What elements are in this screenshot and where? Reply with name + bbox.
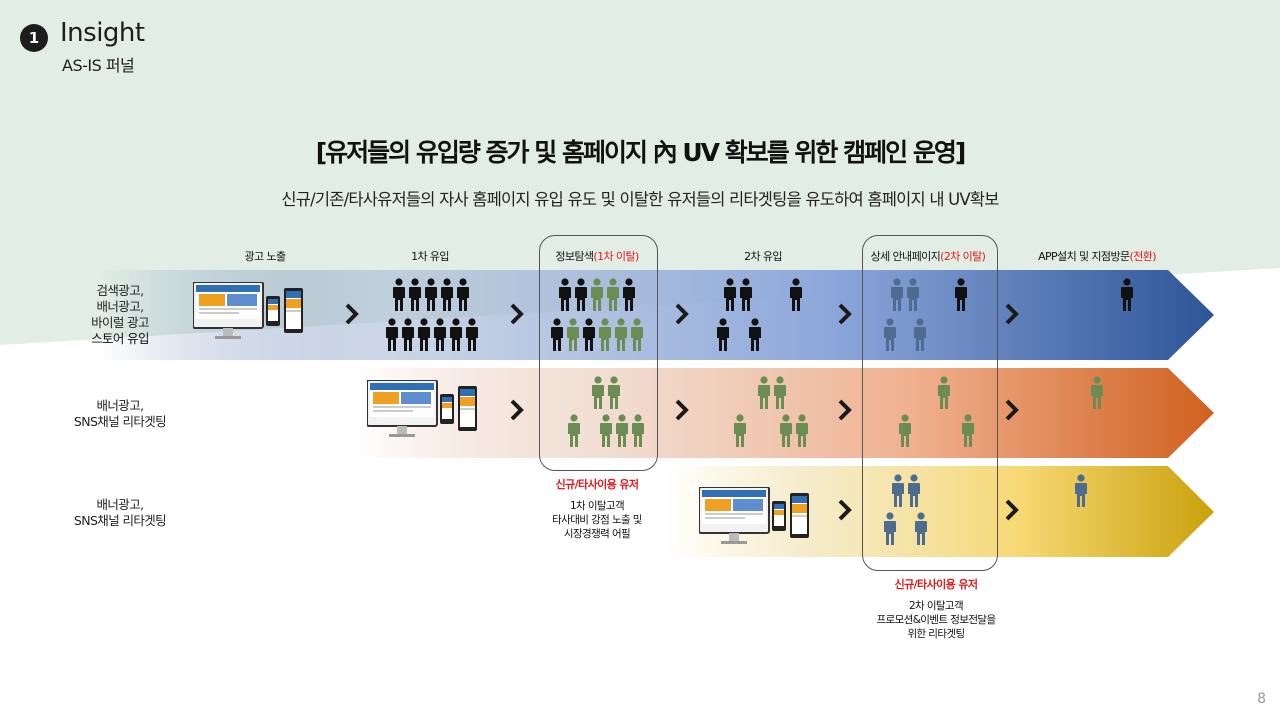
person-icon bbox=[757, 376, 771, 414]
person-icon bbox=[789, 278, 803, 316]
stage-info-search: 정보탐색(1차 이탈) bbox=[555, 250, 639, 263]
chevron-right-icon bbox=[674, 399, 690, 425]
person-icon bbox=[890, 278, 904, 316]
person-icon bbox=[622, 278, 636, 316]
devices-icon bbox=[366, 379, 477, 446]
person-icon bbox=[631, 414, 645, 452]
person-icon bbox=[1090, 376, 1104, 414]
stage-detail-page: 상세 안내페이지(2차 이탈) bbox=[870, 250, 986, 263]
person-icon bbox=[408, 278, 422, 316]
person-icon bbox=[465, 318, 479, 356]
person-icon bbox=[716, 318, 730, 356]
chevron-right-icon bbox=[1004, 303, 1020, 329]
person-icon bbox=[906, 278, 920, 316]
person-icon bbox=[1120, 278, 1134, 316]
chevron-right-icon bbox=[509, 399, 525, 425]
person-icon bbox=[733, 414, 747, 452]
person-icon bbox=[392, 278, 406, 316]
person-icon bbox=[773, 376, 787, 414]
chevron-right-icon bbox=[1004, 399, 1020, 425]
person-icon bbox=[424, 278, 438, 316]
first-dropoff-note: 1차 이탈고객 타사대비 강점 노출 및 시장경쟁력 어필 bbox=[552, 500, 642, 540]
funnel-arrow-row2 bbox=[355, 368, 1214, 458]
first-dropoff-note-title: 신규/타사이용 유저 bbox=[555, 478, 639, 491]
person-icon bbox=[456, 278, 470, 316]
chevron-right-icon bbox=[837, 399, 853, 425]
person-icon bbox=[574, 278, 588, 316]
person-icon bbox=[779, 414, 793, 452]
person-icon bbox=[550, 318, 564, 356]
person-icon bbox=[748, 318, 762, 356]
second-dropoff-note-title: 신규/타사이용 유저 bbox=[894, 578, 978, 591]
main-description: 신규/기존/타사유저들의 자사 홈페이지 유입 유도 및 이탈한 유저들의 리타… bbox=[281, 190, 999, 209]
person-icon bbox=[914, 512, 928, 550]
person-icon bbox=[961, 414, 975, 452]
chevron-right-icon bbox=[344, 303, 360, 329]
person-icon bbox=[937, 376, 951, 414]
person-icon bbox=[591, 376, 605, 414]
person-icon bbox=[723, 278, 737, 316]
person-icon bbox=[599, 414, 613, 452]
person-icon bbox=[907, 474, 921, 512]
section-number-badge: 1 bbox=[20, 24, 48, 52]
first-dropoff-highlight bbox=[539, 235, 658, 471]
stage-conversion: APP설치 및 지점방문(전환) bbox=[1038, 250, 1156, 263]
stage-first-visit: 1차 유입 bbox=[411, 250, 449, 263]
chevron-right-icon bbox=[509, 303, 525, 329]
person-icon bbox=[913, 318, 927, 356]
chevron-right-icon bbox=[837, 499, 853, 525]
person-icon bbox=[898, 414, 912, 452]
second-dropoff-highlight bbox=[862, 235, 998, 571]
row1-label: 검색광고, 배너광고, 바이럴 광고 스토어 유입 bbox=[91, 283, 149, 346]
stage-second-visit: 2차 유입 bbox=[744, 250, 782, 263]
chevron-right-icon bbox=[674, 303, 690, 329]
chevron-right-icon bbox=[1004, 499, 1020, 525]
person-icon bbox=[954, 278, 968, 316]
person-icon bbox=[606, 278, 620, 316]
person-icon bbox=[440, 278, 454, 316]
section-title: Insight bbox=[60, 18, 145, 48]
stage-ad-exposure: 광고 노출 bbox=[244, 250, 287, 263]
person-icon bbox=[433, 318, 447, 356]
row3-label: 배너광고, SNS채널 리타겟팅 bbox=[73, 497, 167, 528]
person-icon bbox=[883, 512, 897, 550]
person-icon bbox=[614, 318, 628, 356]
person-icon bbox=[582, 318, 596, 356]
person-icon bbox=[566, 318, 580, 356]
person-icon bbox=[449, 318, 463, 356]
person-icon bbox=[598, 318, 612, 356]
row2-label: 배너광고, SNS채널 리타겟팅 bbox=[73, 398, 167, 429]
section-subtitle: AS-IS 퍼널 bbox=[62, 56, 135, 75]
person-icon bbox=[630, 318, 644, 356]
page-number: 8 bbox=[1257, 691, 1266, 707]
person-icon bbox=[891, 474, 905, 512]
person-icon bbox=[590, 278, 604, 316]
person-icon bbox=[558, 278, 572, 316]
person-icon bbox=[417, 318, 431, 356]
person-icon bbox=[795, 414, 809, 452]
person-icon bbox=[607, 376, 621, 414]
devices-icon bbox=[698, 486, 809, 553]
person-icon bbox=[385, 318, 399, 356]
person-icon bbox=[401, 318, 415, 356]
second-dropoff-note: 2차 이탈고객 프로모션&이벤트 정보전달을 위한 리타겟팅 bbox=[876, 600, 996, 640]
person-icon bbox=[615, 414, 629, 452]
main-title: [유저들의 유입량 증가 및 홈페이지 內 UV 확보를 위한 캠페인 운영] bbox=[315, 138, 967, 167]
chevron-right-icon bbox=[837, 303, 853, 329]
devices-icon bbox=[192, 281, 303, 348]
person-icon bbox=[883, 318, 897, 356]
person-icon bbox=[1074, 474, 1088, 512]
person-icon bbox=[567, 414, 581, 452]
person-icon bbox=[739, 278, 753, 316]
